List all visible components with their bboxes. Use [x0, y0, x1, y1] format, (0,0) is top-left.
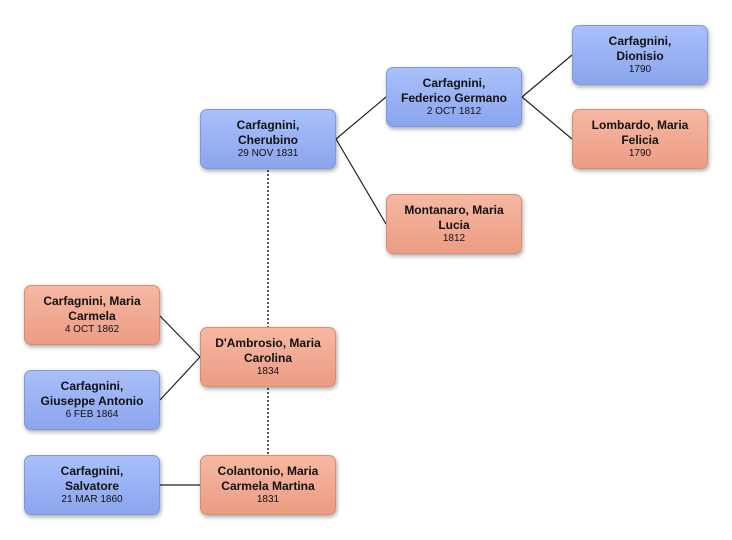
person-card-carolina[interactable]: D'Ambrosio, Maria Carolina 1834 — [200, 327, 336, 387]
link-carolina-carmela — [159, 315, 201, 358]
person-name: Montanaro, Maria Lucia — [404, 203, 504, 232]
link-federico-felicia — [521, 96, 573, 140]
person-date: 1812 — [442, 233, 466, 244]
person-name: Carfagnini, Salvatore — [60, 464, 124, 493]
person-date: 21 MAR 1860 — [61, 494, 123, 505]
link-federico-dionisio — [521, 54, 573, 98]
person-card-lucia[interactable]: Montanaro, Maria Lucia 1812 — [386, 194, 522, 254]
person-card-felicia[interactable]: Lombardo, Maria Felicia 1790 — [572, 109, 708, 169]
person-card-carmela[interactable]: Carfagnini, Maria Carmela 4 OCT 1862 — [24, 285, 160, 345]
person-date: 2 OCT 1812 — [426, 106, 482, 117]
person-card-colantonio[interactable]: Colantonio, Maria Carmela Martina 1831 — [200, 455, 336, 515]
person-name: Carfagnini, Dionisio — [608, 34, 672, 63]
link-cherubino-federico — [335, 96, 387, 140]
person-card-giuseppe[interactable]: Carfagnini, Giuseppe Antonio 6 FEB 1864 — [24, 370, 160, 430]
person-name: Lombardo, Maria Felicia — [591, 118, 689, 147]
person-card-federico[interactable]: Carfagnini, Federico Germano 2 OCT 1812 — [386, 67, 522, 127]
person-date: 29 NOV 1831 — [237, 148, 299, 159]
person-name: Carfagnini, Federico Germano — [400, 76, 508, 105]
person-name: Carfagnini, Giuseppe Antonio — [40, 379, 144, 408]
person-name: D'Ambrosio, Maria Carolina — [215, 336, 321, 365]
person-date: 1834 — [256, 366, 280, 377]
person-date: 6 FEB 1864 — [65, 409, 119, 420]
person-name: Carfagnini, Maria Carmela — [43, 294, 141, 323]
person-date: 1790 — [628, 64, 652, 75]
person-date: 1831 — [256, 494, 280, 505]
person-card-cherubino[interactable]: Carfagnini, Cherubino 29 NOV 1831 — [200, 109, 336, 169]
person-card-dionisio[interactable]: Carfagnini, Dionisio 1790 — [572, 25, 708, 85]
person-name: Colantonio, Maria Carmela Martina — [217, 464, 319, 493]
person-date: 1790 — [628, 148, 652, 159]
person-card-salvatore[interactable]: Carfagnini, Salvatore 21 MAR 1860 — [24, 455, 160, 515]
link-carolina-giuseppe — [159, 356, 201, 401]
person-date: 4 OCT 1862 — [64, 324, 120, 335]
person-name: Carfagnini, Cherubino — [236, 118, 300, 147]
link-cherubino-lucia — [335, 138, 387, 225]
